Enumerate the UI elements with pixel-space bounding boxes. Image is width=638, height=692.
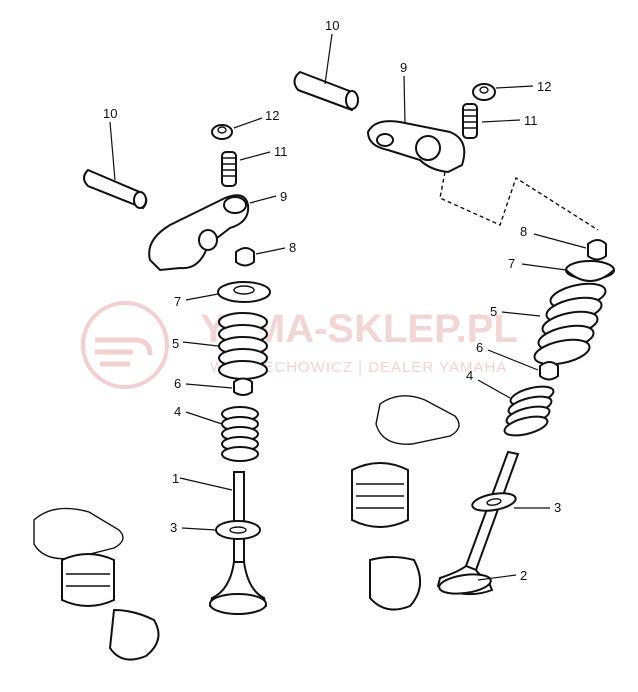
callout-pin-left: 10	[103, 106, 117, 121]
spring-retainer-right	[521, 260, 615, 282]
cylinder-head-fragment-left	[33, 507, 160, 661]
callout-seal-right: 6	[476, 340, 483, 355]
callout-seat-left: 3	[170, 520, 177, 535]
callout-inner-spring-left: 4	[174, 404, 181, 419]
watermark: YAMA-SKLEP.PL WOJCIECHOWICZ | DEALER YAM…	[81, 301, 518, 389]
rocker-shaft-left	[83, 121, 148, 210]
valve-seat-right	[471, 492, 550, 512]
rocker-shaft-right	[293, 33, 359, 112]
valve-seat-left	[181, 520, 261, 540]
callout-cotter-right: 8	[520, 224, 527, 239]
callout-nut-right: 12	[537, 79, 551, 94]
valve-cotter-left	[235, 247, 286, 267]
callout-nut-left: 12	[265, 108, 279, 123]
watermark-logo-icon	[81, 301, 169, 389]
outer-spring-right	[501, 282, 607, 366]
callout-retainer-right: 7	[508, 256, 515, 271]
callout-outer-spring-right: 5	[490, 304, 497, 319]
watermark-subtext: WOJCIECHOWICZ | DEALER YAMAHA	[210, 359, 507, 376]
callout-cotter-left: 8	[289, 240, 296, 255]
callout-screw-left: 11	[274, 144, 288, 159]
callout-valve-right: 2	[520, 568, 527, 583]
valve-right	[436, 450, 520, 596]
adjuster-screw-right	[462, 103, 521, 139]
adjuster-nut-left	[211, 117, 263, 140]
valve-stem-seal-right	[487, 349, 559, 381]
inner-spring-right	[477, 379, 555, 437]
callout-inner-spring-right: 4	[466, 368, 473, 383]
rocker-arm-right	[366, 75, 466, 174]
cylinder-head-fragment-right	[351, 395, 460, 611]
valve-left	[179, 471, 268, 615]
adjuster-screw-left	[221, 151, 271, 187]
valve-cotter-right	[533, 233, 607, 261]
callout-seal-left: 6	[174, 376, 181, 391]
dashed-assembly-lines	[439, 171, 599, 231]
inner-spring-left	[185, 406, 259, 462]
callout-labels: 10 10 9 9 12 12 11 11 8 8 7 7 5 5 6 6 4 …	[103, 18, 561, 583]
adjuster-nut-right	[472, 83, 534, 101]
valve-stem-seal-left	[185, 377, 253, 396]
rocker-arm-left	[148, 194, 277, 272]
callout-pin-right: 10	[325, 18, 339, 33]
callout-outer-spring-left: 5	[172, 336, 179, 351]
callout-rocker-right: 9	[400, 60, 407, 75]
callout-screw-right: 11	[524, 113, 538, 128]
callout-retainer-left: 7	[174, 294, 181, 309]
callout-seat-right: 3	[554, 500, 561, 515]
outer-spring-left	[182, 312, 268, 380]
callout-valve-left: 1	[172, 471, 179, 486]
spring-retainer-left	[185, 281, 271, 303]
callout-rocker-left: 9	[280, 189, 287, 204]
